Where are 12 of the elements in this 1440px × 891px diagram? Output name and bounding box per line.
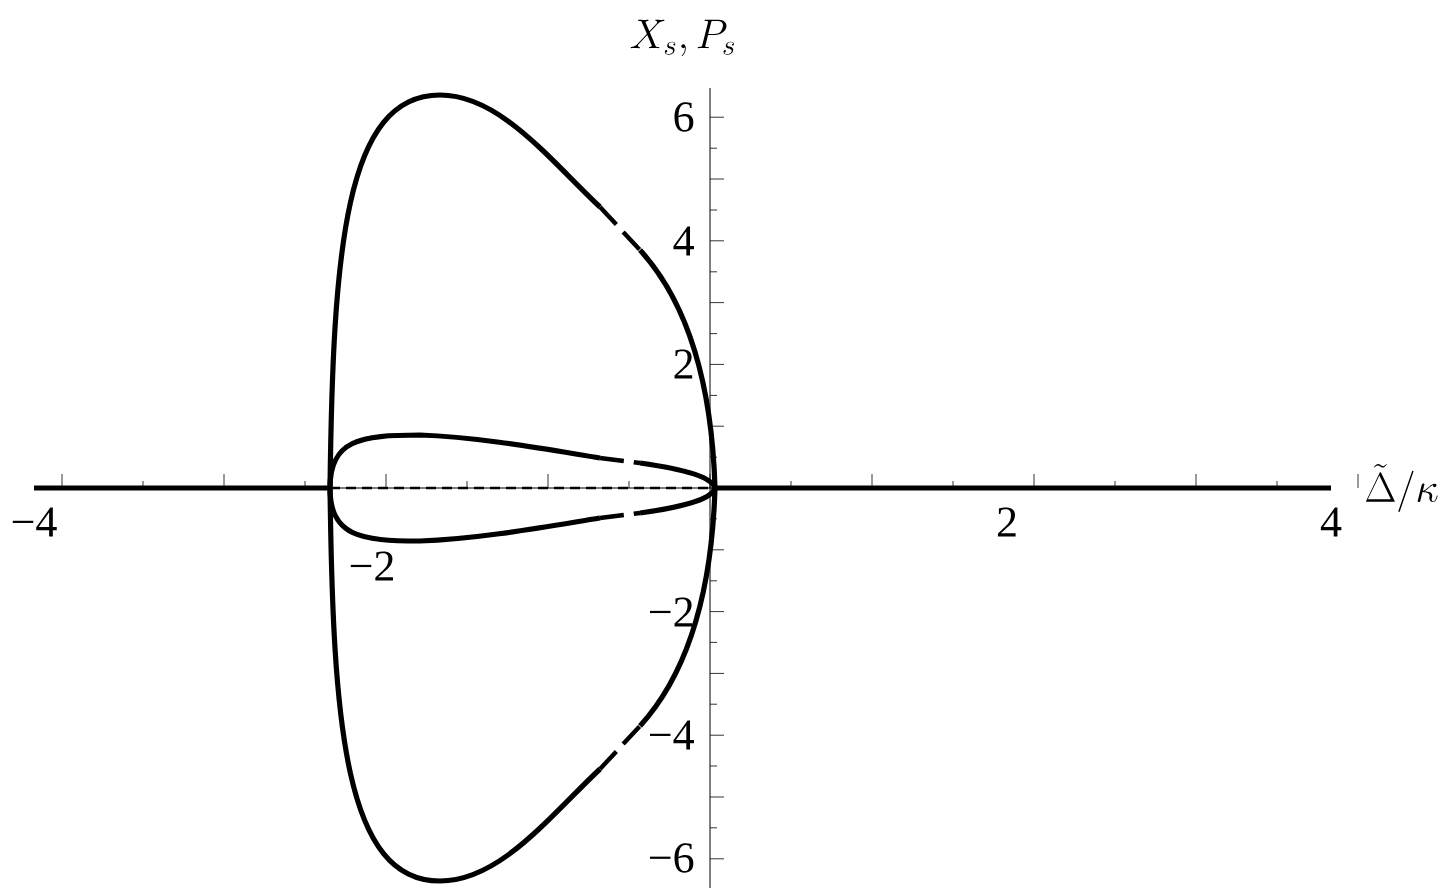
tick-label: −4 <box>650 720 694 750</box>
tick-label: −4 <box>12 507 57 537</box>
tick-label: 4 <box>673 226 694 256</box>
tick-label: 2 <box>997 507 1016 537</box>
tick-label: −6 <box>650 843 694 873</box>
tick-label: 2 <box>674 349 693 379</box>
axis-label: $X_s,P_s$ <box>630 19 734 57</box>
tick-label: −2 <box>650 597 693 627</box>
tick-label: 6 <box>674 102 694 132</box>
tick-label: −2 <box>350 551 393 581</box>
axis-label: $\tilde{\Delta}/\kappa$ <box>1365 464 1438 512</box>
tick-label: 4 <box>1320 507 1342 537</box>
